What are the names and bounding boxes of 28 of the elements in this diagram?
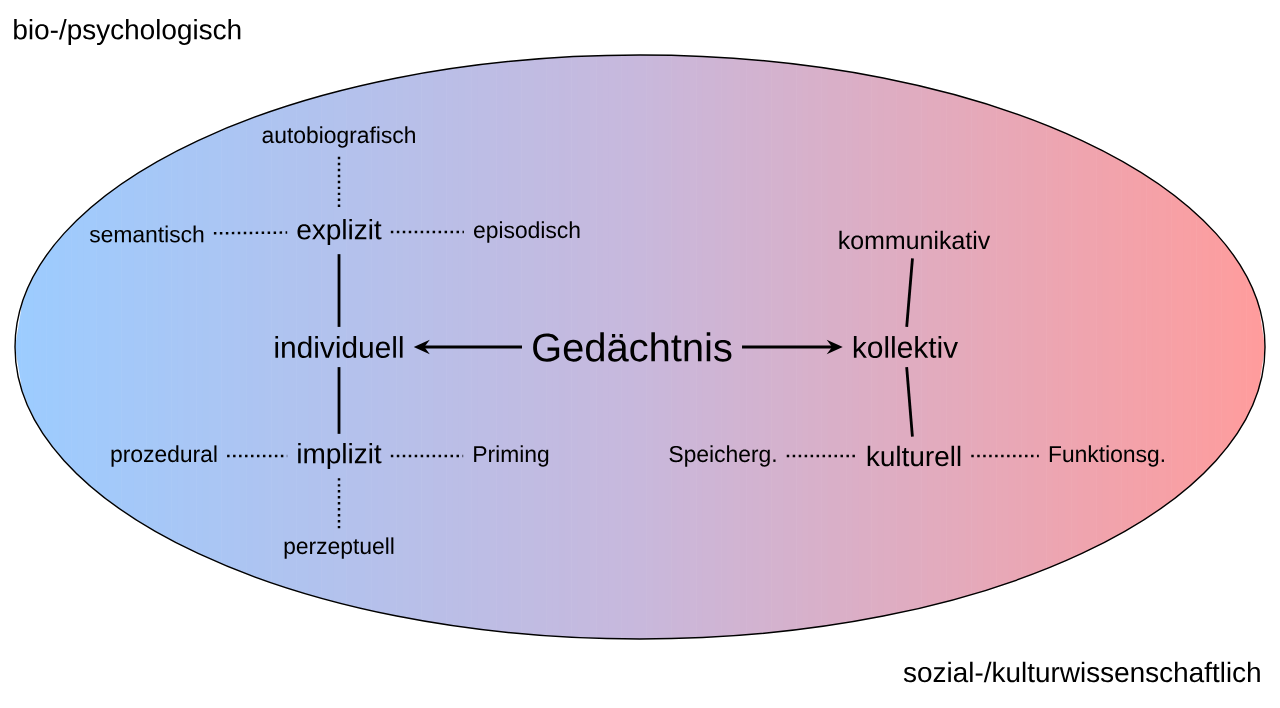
category-term: kollektiv	[853, 336, 958, 358]
subtype-term: Priming	[474, 445, 549, 467]
subtype-term: episodisch	[474, 221, 580, 243]
subtype-term: Speicherg.	[669, 445, 776, 467]
corner-label: sozial-/kulturwissenschaftlich	[903, 661, 1260, 683]
subtype-term: perzeptuell	[284, 537, 394, 559]
dotted-line	[786, 454, 857, 458]
dotted-line	[390, 230, 464, 234]
subtype-term: semantisch	[89, 225, 204, 243]
connector-line	[905, 258, 914, 328]
subtype-term: prozedural	[111, 445, 217, 467]
dotted-line	[337, 478, 341, 529]
subtype-term: kommunikativ	[839, 230, 991, 250]
dotted-line	[213, 231, 288, 235]
dotted-line	[337, 156, 341, 210]
center-term: Gedächtnis	[533, 332, 732, 362]
ellipse-background	[14, 54, 1266, 640]
subtype-term: explizit	[297, 219, 382, 245]
connector-line	[337, 254, 341, 327]
connector-line	[337, 367, 341, 434]
category-term: individuell	[275, 336, 403, 358]
subtype-term: kulturell	[867, 445, 961, 467]
subtype-term: implizit	[298, 443, 382, 469]
dotted-line	[971, 454, 1039, 458]
corner-label: bio-/psychologisch	[14, 19, 241, 45]
connector-line	[905, 367, 914, 437]
subtype-term: autobiografisch	[262, 126, 415, 148]
subtype-term: Funktionsg.	[1049, 445, 1164, 467]
